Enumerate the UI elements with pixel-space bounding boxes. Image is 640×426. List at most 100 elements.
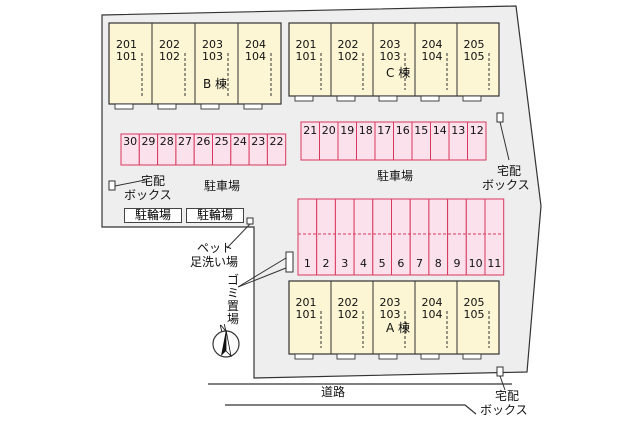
bottom-row-stall-label: 4 — [359, 257, 367, 270]
delivery-box-left-line2: ボックス — [124, 188, 172, 202]
right-row-stall-label: 12 — [469, 124, 484, 137]
unit-lower-c-5: 105 — [463, 50, 485, 63]
left-row-stall-label: 27 — [178, 135, 193, 148]
delivery-box-left-marker — [108, 180, 116, 191]
unit-entrance — [462, 353, 482, 360]
delivery-box-right-leader — [499, 121, 510, 161]
unit-entrance — [336, 95, 356, 102]
bottom-row-stall — [484, 198, 505, 276]
delivery-box-right-line1: 宅配 — [497, 164, 522, 178]
delivery-box-bottom-line2: ボックス — [480, 403, 528, 417]
unit-entrance — [420, 95, 440, 102]
pet-wash-line1: ペット — [197, 241, 234, 255]
right-row-stall-label: 18 — [358, 124, 373, 137]
bottom-row-stall-label: 10 — [468, 257, 483, 270]
misc-layer — [108, 112, 512, 415]
unit-upper-b-4: 204 — [245, 38, 266, 51]
right-row-stall — [467, 121, 487, 161]
bottom-row-stall-label: 9 — [453, 257, 461, 270]
right-row-stall-label: 17 — [377, 124, 392, 137]
bottom-row-stall-label: 2 — [322, 257, 330, 270]
building-a-outline — [288, 280, 500, 355]
delivery-box-left-line1: 宅配 — [141, 174, 166, 188]
unit-lower-b-3: 103 — [202, 50, 223, 63]
right-row-stall-label: 21 — [303, 124, 318, 137]
building-b-label: B 棟 — [203, 77, 228, 91]
unit-lower-a-2: 102 — [337, 308, 359, 321]
unit-upper-c-4: 204 — [421, 38, 443, 51]
unit-entrance — [420, 353, 440, 360]
building-c-label: C 棟 — [386, 66, 411, 80]
building-a-label: A 棟 — [386, 321, 411, 335]
left-row-stall-label: 25 — [214, 135, 229, 148]
unit-lower-b-2: 102 — [159, 50, 180, 63]
unit-upper-a-5: 205 — [463, 296, 485, 309]
unit-upper-a-3: 203 — [379, 296, 401, 309]
right-row-stall-label: 16 — [395, 124, 410, 137]
right-row-stall-label: 19 — [340, 124, 355, 137]
pet-wash-marker — [246, 217, 254, 225]
unit-upper-b-1: 201 — [116, 38, 137, 51]
unit-lower-b-1: 101 — [116, 50, 137, 63]
pet-wash-leader — [226, 223, 251, 249]
unit-upper-b-2: 202 — [159, 38, 180, 51]
compass-needle-light — [225, 329, 232, 358]
delivery-box-right-marker — [496, 112, 504, 123]
buildings-layer — [108, 22, 500, 360]
unit-lower-a-5: 105 — [463, 308, 485, 321]
left-row-stall-label: 22 — [269, 135, 284, 148]
left-row-stall — [266, 133, 287, 166]
parking-layer — [120, 121, 505, 276]
left-row-stall-label: 28 — [159, 135, 174, 148]
left-row-stall-label: 24 — [232, 135, 247, 148]
bike-parking-2: 駐輪場 — [186, 208, 244, 223]
right-row-stall-label: 20 — [321, 124, 336, 137]
unit-entrance — [200, 103, 220, 110]
left-row-stall-label: 26 — [196, 135, 211, 148]
unit-upper-c-2: 202 — [337, 38, 359, 51]
delivery-box-bottom-marker — [496, 366, 504, 377]
unit-entrance — [294, 353, 314, 360]
bottom-row-stall-label: 6 — [397, 257, 405, 270]
bottom-row-stall-label: 11 — [487, 257, 502, 270]
garbage-label: ゴミ置場 — [226, 273, 239, 326]
right-row-stall-label: 15 — [414, 124, 429, 137]
right-row-stall-label: 13 — [451, 124, 466, 137]
bottom-row-stall-label: 7 — [416, 257, 424, 270]
unit-lower-a-4: 104 — [421, 308, 443, 321]
unit-lower-a-1: 101 — [295, 308, 317, 321]
unit-lower-b-4: 104 — [245, 50, 266, 63]
unit-lower-c-2: 102 — [337, 50, 359, 63]
unit-entrance — [114, 103, 134, 110]
left-row-stall-label: 30 — [123, 135, 138, 148]
unit-entrance — [378, 95, 398, 102]
bottom-row-stall-label: 5 — [378, 257, 386, 270]
unit-upper-a-4: 204 — [421, 296, 443, 309]
road-line-lower-bend — [464, 404, 477, 415]
delivery-box-right-line2: ボックス — [482, 178, 530, 192]
unit-lower-a-3: 103 — [379, 308, 401, 321]
bottom-row-stall-label: 8 — [434, 257, 442, 270]
unit-lower-c-3: 103 — [379, 50, 401, 63]
parking-label-right: 駐車場 — [377, 169, 414, 183]
unit-upper-c-5: 205 — [463, 38, 485, 51]
garbage-leader-1 — [237, 257, 287, 288]
unit-upper-c-1: 201 — [295, 38, 317, 51]
unit-lower-c-1: 101 — [295, 50, 317, 63]
bike-parking-1: 駐輪場 — [124, 208, 182, 223]
pet-wash-line2: 足洗い場 — [190, 255, 239, 269]
unit-upper-a-2: 202 — [337, 296, 359, 309]
right-row-stall-label: 14 — [432, 124, 447, 137]
unit-entrance — [157, 103, 177, 110]
garbage-leader-2 — [237, 267, 287, 288]
road-label: 道路 — [321, 385, 346, 399]
garbage-marker — [285, 251, 294, 273]
unit-lower-c-4: 104 — [421, 50, 443, 63]
left-row-stall-label: 29 — [141, 135, 156, 148]
unit-entrance — [462, 95, 482, 102]
delivery-box-bottom-leader — [499, 375, 506, 391]
unit-upper-c-3: 203 — [379, 38, 401, 51]
delivery-box-bottom-line1: 宅配 — [495, 389, 520, 403]
delivery-box-left-leader — [114, 179, 146, 187]
